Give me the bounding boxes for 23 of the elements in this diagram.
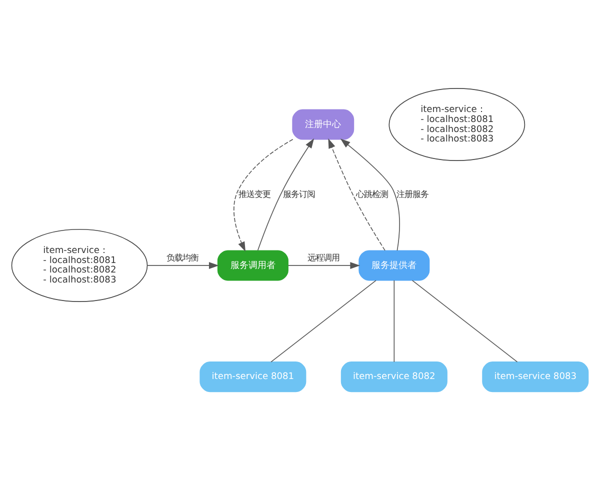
node-box: item-service 8081 xyxy=(200,362,306,392)
edge-label: 远程调用 xyxy=(308,252,340,263)
arrow xyxy=(340,138,400,251)
edge-label: 服务订阅 xyxy=(283,189,316,200)
arrow xyxy=(257,138,314,251)
arrow xyxy=(288,262,360,269)
edge-label: 负载均衡 xyxy=(166,252,199,263)
arrow xyxy=(328,138,386,251)
node-box: item-service 8082 xyxy=(340,362,448,392)
edge-label: 推送变更 xyxy=(238,189,271,200)
edge-label: 注册服务 xyxy=(396,189,428,200)
node-ellipse: item-service： - localhost:8081 - localhost:8082 - localhost:8083 xyxy=(388,88,526,161)
connector xyxy=(394,280,395,362)
node-box: 服务调用者 xyxy=(217,250,288,281)
node-box: item-service 8083 xyxy=(482,362,589,392)
node-ellipse: item-service： - localhost:8081 - localhost:8082 - localhost:8083 xyxy=(11,228,148,302)
connector xyxy=(412,280,518,362)
edge-label: 心跳检测 xyxy=(356,189,388,200)
arrow xyxy=(146,262,219,269)
arrow xyxy=(234,139,294,252)
node-box: 注册中心 xyxy=(292,109,354,140)
node-box: 服务提供者 xyxy=(358,250,430,281)
connector xyxy=(270,280,376,362)
